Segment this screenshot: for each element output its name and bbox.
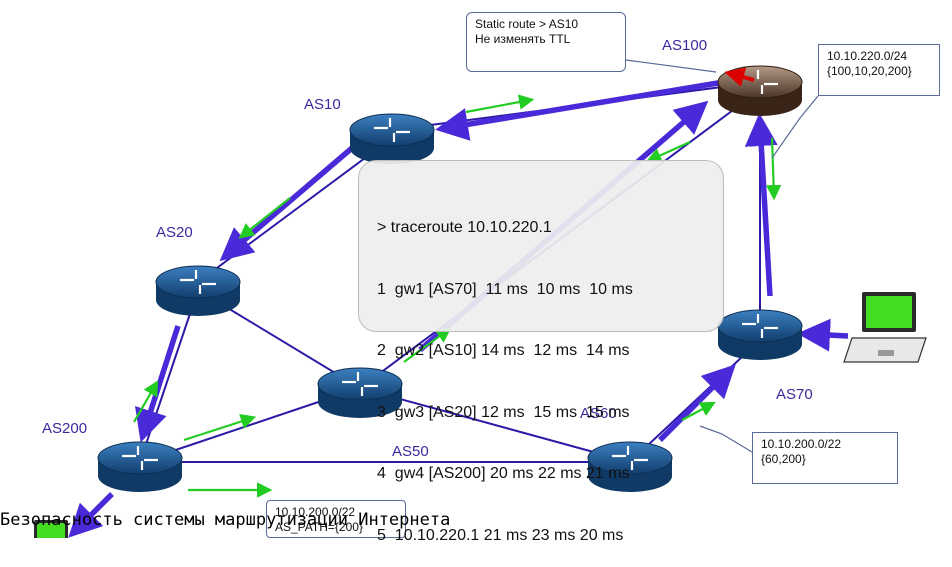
announce-arrow-8 <box>645 140 691 163</box>
router-as50 <box>317 367 403 418</box>
callout-as200-prefix-line2: AS_PATH={200} <box>275 520 363 534</box>
as-label-as200: AS200 <box>42 420 88 437</box>
callout-as200-prefix-line1: 10.10.200.0/22 <box>275 505 356 519</box>
route-arrow-as200-laptop <box>68 492 114 538</box>
laptop-as200 <box>34 520 68 538</box>
link-as60-as70 <box>629 339 761 463</box>
router-as10 <box>349 113 435 164</box>
callout-static-route-line2: Не изменять TTL <box>475 32 571 46</box>
router-as100 <box>717 65 803 116</box>
as-label-as10: AS10 <box>304 96 341 113</box>
traceroute-hop-1: 1 gw1 [AS70] 11 ms 10 ms 10 ms <box>377 280 633 298</box>
traceroute-hop-2: 2 gw2 [AS10] 14 ms 12 ms 14 ms <box>377 342 630 359</box>
route-arrow-as100-as10 <box>435 80 719 141</box>
as-label-as100: AS100 <box>662 37 708 54</box>
callout-as100-prefix: 10.10.220.0/24{100,10,20,200} <box>818 44 940 96</box>
announce-arrow-1 <box>465 94 535 114</box>
pointer-static-route <box>625 59 717 73</box>
as-label-as70: AS70 <box>776 386 813 403</box>
router-as70 <box>717 309 803 360</box>
callout-as60-prefix-line2: {60,200} <box>761 452 806 466</box>
route-arrow-as10-as20 <box>219 145 354 262</box>
traceroute-hop-4: 4 gw4 [AS200] 20 ms 22 ms 21 ms <box>377 465 630 482</box>
link-as50-as60 <box>359 387 631 463</box>
as-label-as50: AS50 <box>392 443 429 460</box>
announce-arrow-7 <box>681 401 716 421</box>
pointer-as60-prefix <box>699 425 753 453</box>
callout-as60-prefix: 10.10.200.0/22{60,200} <box>752 432 898 484</box>
router-as200 <box>97 441 183 492</box>
callout-as100-prefix-line1: 10.10.220.0/24 <box>827 49 908 63</box>
announce-arrow-3 <box>133 380 159 423</box>
router-as20 <box>155 265 241 316</box>
route-arrow-as60-as70 <box>658 364 736 442</box>
traceroute-output: > traceroute 10.10.220.1 1 gw1 [AS70] 11… <box>358 160 724 544</box>
hijack-arrow <box>724 67 755 87</box>
as-label-as60: AS60 <box>580 405 617 422</box>
laptop-as70 <box>843 292 927 363</box>
traceroute-hop-3: 3 gw3 [AS20] 12 ms 15 ms 15 ms <box>377 403 630 421</box>
traceroute-command: > traceroute 10.10.220.1 <box>377 219 552 236</box>
slide-caption: Безопасность системы маршрутизации Интер… <box>0 510 451 530</box>
as-label-as20: AS20 <box>156 224 193 241</box>
route-arrow-as20-as200 <box>135 325 181 443</box>
pointer-as100-prefix <box>771 95 819 159</box>
routers <box>97 65 803 492</box>
callout-as100-prefix-line2: {100,10,20,200} <box>827 64 912 78</box>
announce-arrow-4 <box>183 414 257 442</box>
announce-arrow-9 <box>765 137 782 201</box>
announce-arrow-2 <box>238 197 291 239</box>
route-arrow-laptop-as70 <box>797 318 849 352</box>
callout-pointers <box>625 59 819 453</box>
callout-as60-prefix-line1: 10.10.200.0/22 <box>761 437 842 451</box>
announce-arrows <box>133 94 782 498</box>
announce-arrow-6 <box>403 327 452 363</box>
router-as60 <box>587 441 673 492</box>
link-as20-as200 <box>139 289 199 463</box>
route-arrow-as70-as100 <box>744 113 778 297</box>
callout-static-route-line1: Static route > AS10 <box>475 17 579 31</box>
